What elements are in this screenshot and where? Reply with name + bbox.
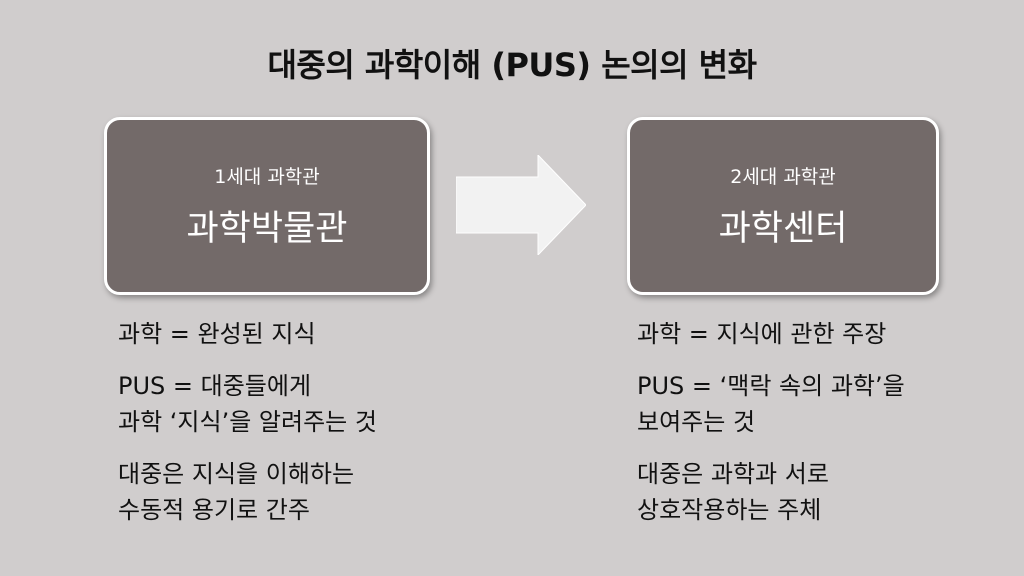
text-line: PUS = 대중들에게	[118, 372, 312, 400]
definition-public: 대중은 과학과 서로 상호작용하는 주체	[637, 456, 1017, 528]
second-gen-label: 2세대 과학관	[730, 166, 836, 188]
text-line: 상호작용하는 주체	[637, 496, 822, 524]
definition-science: 과학 = 지식에 관한 주장	[637, 316, 1017, 352]
text-line: 과학 = 완성된 지식	[118, 320, 316, 348]
definition-pus: PUS = 대중들에게 과학 ‘지식’을 알려주는 것	[118, 368, 478, 440]
first-gen-label: 1세대 과학관	[214, 166, 320, 188]
first-gen-name: 과학박물관	[186, 209, 348, 249]
text-line: 보여주는 것	[637, 408, 756, 436]
second-gen-center-box: 2세대 과학관 과학센터	[627, 117, 939, 295]
second-gen-description: 과학 = 지식에 관한 주장 PUS = ‘맥락 속의 과학’을 보여주는 것 …	[637, 316, 1017, 544]
text-line: 대중은 과학과 서로	[637, 460, 829, 488]
text-line: PUS = ‘맥락 속의 과학’을	[637, 372, 905, 400]
definition-public: 대중은 지식을 이해하는 수동적 용기로 간주	[118, 456, 478, 528]
text-line: 수동적 용기로 간주	[118, 496, 310, 524]
slide-title: 대중의 과학이해 (PUS) 논의의 변화	[267, 46, 757, 84]
right-arrow-icon	[456, 155, 586, 255]
first-gen-description: 과학 = 완성된 지식 PUS = 대중들에게 과학 ‘지식’을 알려주는 것 …	[118, 316, 478, 544]
text-line: 과학 ‘지식’을 알려주는 것	[118, 408, 377, 436]
text-line: 대중은 지식을 이해하는	[118, 460, 355, 488]
text-line: 과학 = 지식에 관한 주장	[637, 320, 887, 348]
definition-pus: PUS = ‘맥락 속의 과학’을 보여주는 것	[637, 368, 1017, 440]
second-gen-name: 과학센터	[718, 209, 848, 249]
definition-science: 과학 = 완성된 지식	[118, 316, 478, 352]
first-gen-museum-box: 1세대 과학관 과학박물관	[104, 117, 430, 295]
